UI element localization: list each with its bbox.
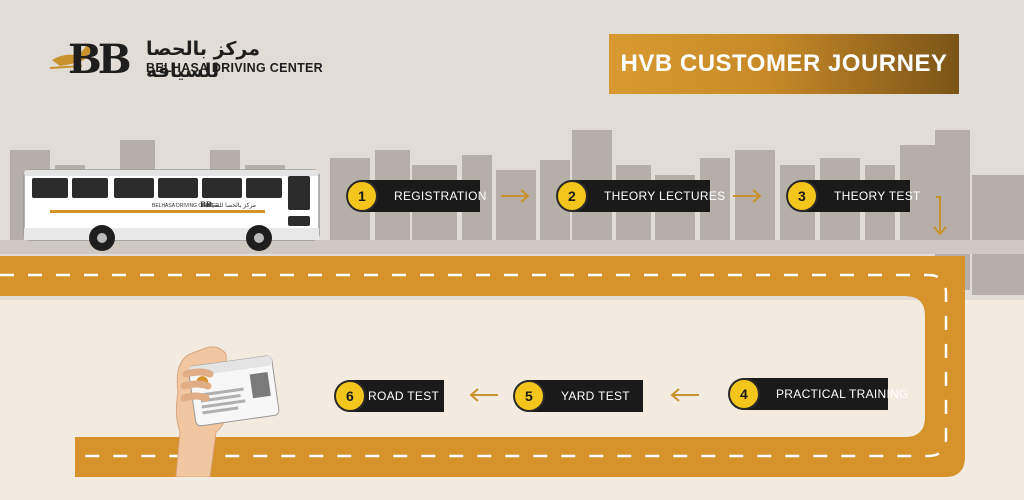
- step-label: THEORY LECTURES: [604, 189, 726, 203]
- step-label: REGISTRATION: [394, 189, 487, 203]
- logo-monogram: BB: [68, 36, 132, 83]
- step-number-badge: 1: [346, 180, 378, 212]
- bus-illustration: BELHASA DRIVING CENTER BB مركز بالحصا لل…: [23, 169, 320, 251]
- bus-side-text: BELHASA DRIVING CENTER: [152, 203, 219, 209]
- step-theory-lectures: 2 THEORY LECTURES: [556, 180, 725, 212]
- step-number-badge: 5: [513, 380, 545, 412]
- page-title: HVB CUSTOMER JOURNEY: [609, 34, 959, 94]
- logo-arabic-name: مركز بالحصا للسياقة: [146, 38, 261, 82]
- step-road-test: 6 ROAD TEST: [334, 380, 444, 412]
- step-number-badge: 6: [334, 380, 366, 412]
- arrow-down-icon: [933, 196, 947, 236]
- belhasa-logo: BB مركز بالحصا للسياقة BELHASA DRIVING C…: [48, 38, 328, 82]
- arrow-left-icon: [670, 388, 699, 402]
- step-number-badge: 2: [556, 180, 588, 212]
- arrow-left-icon: [469, 388, 498, 402]
- step-registration: 1 REGISTRATION: [346, 180, 486, 212]
- arrow-right-icon: [733, 189, 762, 203]
- step-yard-test: 5 YARD TEST: [513, 380, 643, 412]
- step-practical-training: 4 PRACTICAL TRAINING: [728, 378, 908, 410]
- step-label: THEORY TEST: [834, 189, 921, 203]
- logo-english-name: BELHASA DRIVING CENTER: [146, 61, 323, 75]
- arrow-right-icon: [501, 189, 530, 203]
- step-number-badge: 4: [728, 378, 760, 410]
- hand-with-license-icon: [175, 346, 280, 477]
- step-theory-test: 3 THEORY TEST: [786, 180, 920, 212]
- bus-logo-mark: BB: [200, 200, 212, 209]
- horse-icon: [49, 44, 92, 69]
- step-label: YARD TEST: [561, 389, 630, 403]
- step-number-badge: 3: [786, 180, 818, 212]
- step-label: ROAD TEST: [368, 389, 440, 403]
- step-label: PRACTICAL TRAINING: [776, 387, 909, 401]
- bus-arabic-text: مركز بالحصا للسياقة: [204, 202, 256, 209]
